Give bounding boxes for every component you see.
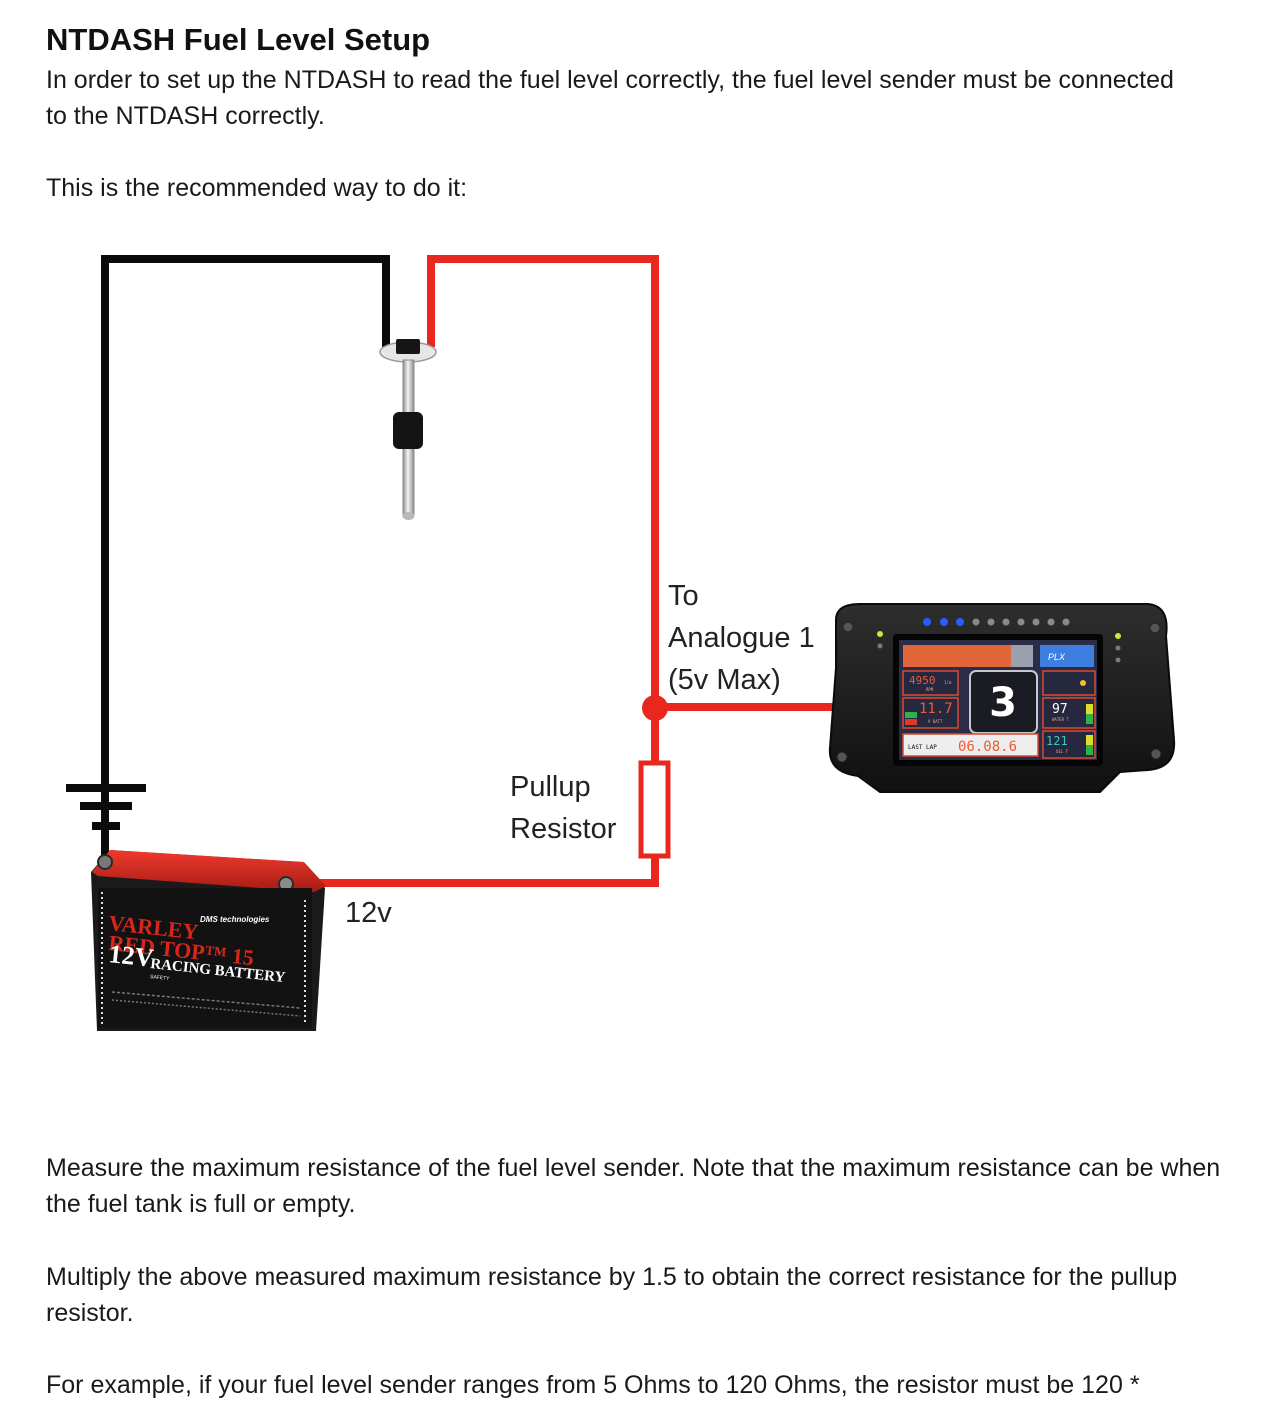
dash-vbatt-label: V BATT [928, 719, 943, 724]
multiply-paragraph: Multiply the above measured maximum resi… [46, 1263, 1178, 1327]
dash-water-value: 97 [1052, 702, 1068, 717]
dash-lastlap-value: 06.08.6 [958, 739, 1017, 755]
supply-wire [290, 857, 659, 887]
label-analogue: Analogue 1 [668, 622, 815, 654]
measure-paragraph: Measure the maximum resistance of the fu… [46, 1154, 1221, 1218]
battery: DMS technologies VARLEY RED TOP™ 15 12V … [91, 850, 326, 1031]
battery-line3: 12V [107, 939, 155, 973]
dash-oil-label: OIL T [1056, 749, 1069, 754]
battery-safety: SAFETY [150, 974, 171, 982]
battery-brand: DMS technologies [200, 915, 270, 924]
dash-gear: 3 [989, 680, 1017, 726]
label-resistor: Resistor [510, 813, 617, 845]
intro-paragraph: In order to set up the NTDASH to read th… [46, 66, 1174, 130]
label-pullup: Pullup [510, 771, 591, 803]
recommended-paragraph: This is the recommended way to do it: [46, 174, 468, 202]
dash-vbatt-value: 11.7 [919, 701, 953, 717]
dash-rpm-value: 4950 [909, 674, 936, 687]
dash-rpm-label: RPM [926, 687, 934, 692]
dash-water-label: WATER T [1052, 717, 1069, 722]
dash-lastlap-label: LAST LAP [908, 744, 937, 751]
signal-wire [427, 255, 659, 762]
pullup-resistor [638, 760, 671, 859]
ground-wire [101, 255, 390, 860]
ground-symbol [66, 784, 146, 830]
dash-rpm-unit: 1/m [944, 680, 952, 685]
ntdash-display: PLX 4950 1/m RPM 3 11.7 V BATT 97 WATER … [828, 603, 1176, 793]
dash-logo: PLX [1048, 652, 1066, 662]
label-12v: 12v [345, 897, 392, 929]
label-max-voltage: (5v Max) [668, 664, 781, 696]
example-paragraph: For example, if your fuel level sender r… [46, 1371, 1140, 1399]
fuel-level-sender [379, 339, 437, 520]
label-to: To [668, 580, 699, 612]
page-title: NTDASH Fuel Level Setup [46, 22, 431, 57]
junction-dot [642, 695, 668, 721]
dash-oil-value: 121 [1046, 734, 1068, 748]
